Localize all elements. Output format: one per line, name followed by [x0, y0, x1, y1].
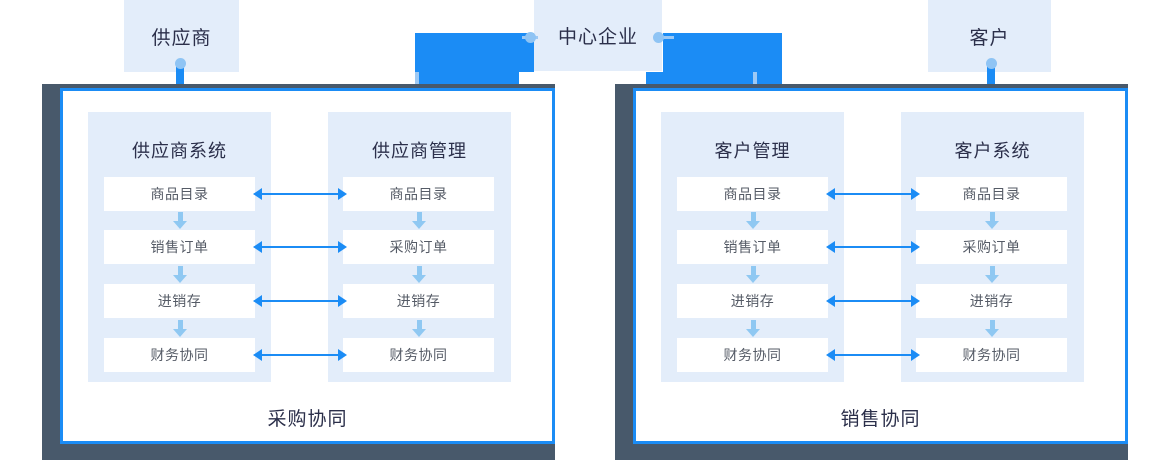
- cell-customer-system-0: 商品目录: [916, 177, 1067, 211]
- cell-customer-system-2: 进销存: [916, 284, 1067, 318]
- arrow-bidirectional-purchase-2: [253, 294, 347, 308]
- connector-supplier-dot-top: [174, 58, 186, 69]
- arrow-bidirectional-sales-0: [826, 187, 920, 201]
- arrow-down-supplier-system-2: [170, 320, 190, 337]
- arrow-down-supplier-management-0: [409, 212, 429, 229]
- connector-customer-dot-top: [985, 58, 997, 69]
- arrow-down-supplier-management-2: [409, 320, 429, 337]
- cell-customer-system-3: 财务协同: [916, 338, 1067, 372]
- cell-customer-management-1: 销售订单: [677, 230, 828, 264]
- arrow-down-customer-system-0: [982, 212, 1002, 229]
- group-supplier-system-title: 供应商系统: [132, 141, 227, 161]
- center-connector-left-dot: [525, 32, 536, 43]
- cell-supplier-management-3: 财务协同: [343, 338, 494, 372]
- arrow-bidirectional-purchase-1: [253, 240, 347, 254]
- panel-purchase-caption: 采购协同: [267, 409, 348, 430]
- center-slab-left: [415, 33, 534, 72]
- arrow-down-customer-system-1: [982, 266, 1002, 283]
- panel-sales-caption: 销售协同: [840, 409, 921, 430]
- connector-supplier-crossing: [176, 66, 184, 90]
- cell-supplier-system-1: 销售订单: [104, 230, 255, 264]
- arrow-bidirectional-purchase-3: [253, 348, 347, 362]
- group-supplier-management-title: 供应商管理: [372, 141, 467, 161]
- center-slab-right: [663, 33, 782, 72]
- arrow-down-customer-management-0: [743, 212, 763, 229]
- arrow-down-supplier-system-1: [170, 266, 190, 283]
- cell-customer-system-1: 采购订单: [916, 230, 1067, 264]
- cell-supplier-management-1: 采购订单: [343, 230, 494, 264]
- actor-center-enterprise: 中心企业: [534, 0, 662, 71]
- actor-center-enterprise-label: 中心企业: [557, 27, 638, 48]
- arrow-bidirectional-sales-3: [826, 348, 920, 362]
- arrow-bidirectional-sales-1: [826, 240, 920, 254]
- group-customer-management-title: 客户管理: [714, 141, 791, 161]
- arrow-down-supplier-system-0: [170, 212, 190, 229]
- arrow-down-customer-system-2: [982, 320, 1002, 337]
- center-connector-right: [658, 36, 674, 39]
- group-customer-system-title: 客户系统: [954, 141, 1031, 161]
- arrow-down-customer-management-1: [743, 266, 763, 283]
- actor-supplier-label: 供应商: [151, 27, 212, 49]
- cell-customer-management-3: 财务协同: [677, 338, 828, 372]
- cell-supplier-management-0: 商品目录: [343, 177, 494, 211]
- cell-supplier-management-2: 进销存: [343, 284, 494, 318]
- center-connector-right-dot: [653, 32, 664, 43]
- arrow-down-customer-management-2: [743, 320, 763, 337]
- cell-customer-management-0: 商品目录: [677, 177, 828, 211]
- connector-customer-crossing: [987, 66, 995, 90]
- arrow-down-supplier-management-1: [409, 266, 429, 283]
- cell-supplier-system-3: 财务协同: [104, 338, 255, 372]
- arrow-bidirectional-purchase-0: [253, 187, 347, 201]
- arrow-bidirectional-sales-2: [826, 294, 920, 308]
- cell-customer-management-2: 进销存: [677, 284, 828, 318]
- cell-supplier-system-2: 进销存: [104, 284, 255, 318]
- cell-supplier-system-0: 商品目录: [104, 177, 255, 211]
- actor-customer-label: 客户: [969, 27, 1010, 49]
